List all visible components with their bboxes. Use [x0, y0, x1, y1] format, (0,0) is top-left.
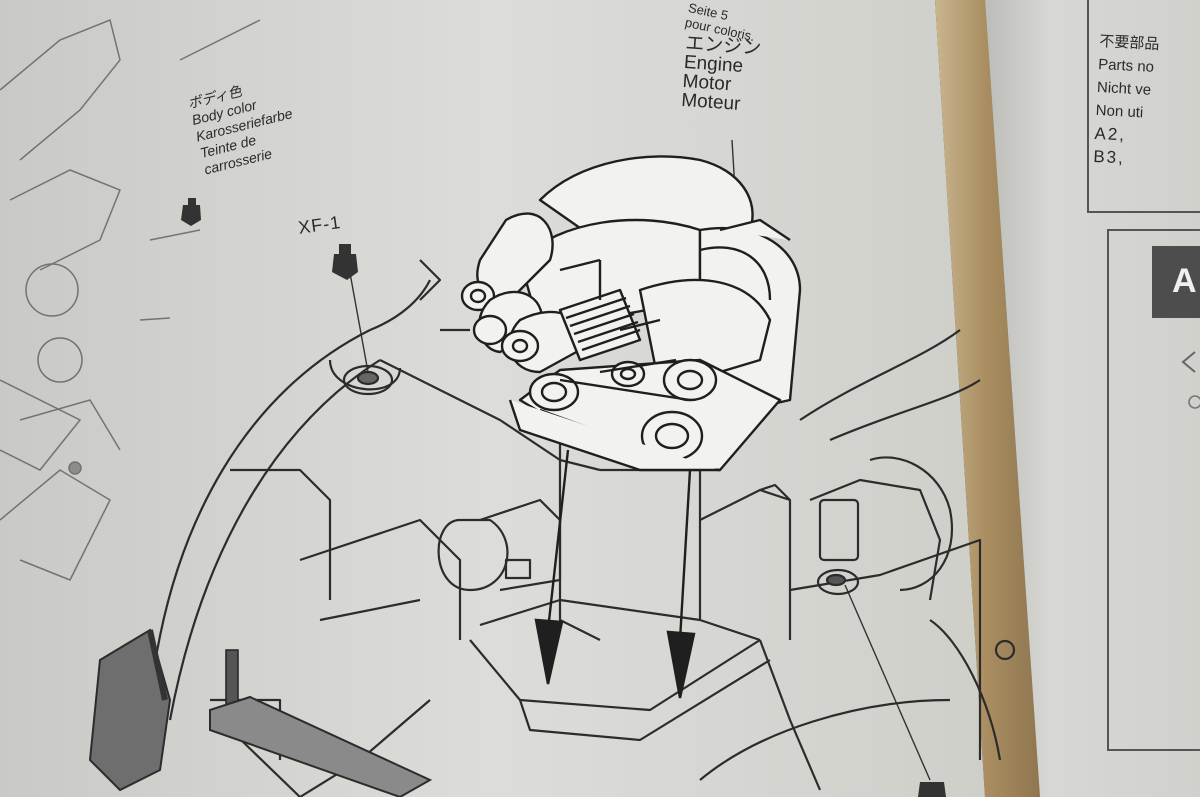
- unused-parts-de: Nicht ve: [1096, 78, 1152, 99]
- step-box: [1107, 229, 1200, 751]
- chassis-drawing: [148, 259, 1016, 797]
- right-page: [985, 0, 1200, 797]
- unused-parts-it: Non uti: [1095, 101, 1144, 122]
- unused-part-code-b3: B3,: [1092, 146, 1126, 168]
- unused-parts-en: Parts no: [1097, 55, 1155, 76]
- step-callout-box: [1152, 246, 1200, 318]
- paint-bottle-icon: [332, 244, 358, 280]
- callout-ring-icon: [1188, 395, 1200, 409]
- engine-label: エンジン Engine Motor Moteur: [680, 33, 762, 115]
- book-spine: [935, 0, 1040, 797]
- unused-part-code-a2: A2,: [1094, 123, 1127, 145]
- unused-parts-note: 不要部品 Parts no Nicht ve Non uti A2, B3,: [1093, 30, 1160, 171]
- parts-box: [1087, 0, 1200, 213]
- step-callout-letter: A: [1172, 262, 1197, 300]
- placement-arrows: [534, 449, 696, 699]
- paint-bottle-corner-icon: [918, 782, 946, 797]
- lower-left-parts: [88, 628, 433, 797]
- callout-bracket-icon: [1181, 351, 1196, 373]
- engine-label-fr: Moteur: [680, 89, 742, 115]
- left-margin-parts-drawing: [0, 18, 261, 581]
- paint-bottle-small-icon: [181, 198, 201, 226]
- engine-drawing: [460, 155, 802, 472]
- unused-parts-jp: 不要部品: [1098, 32, 1160, 54]
